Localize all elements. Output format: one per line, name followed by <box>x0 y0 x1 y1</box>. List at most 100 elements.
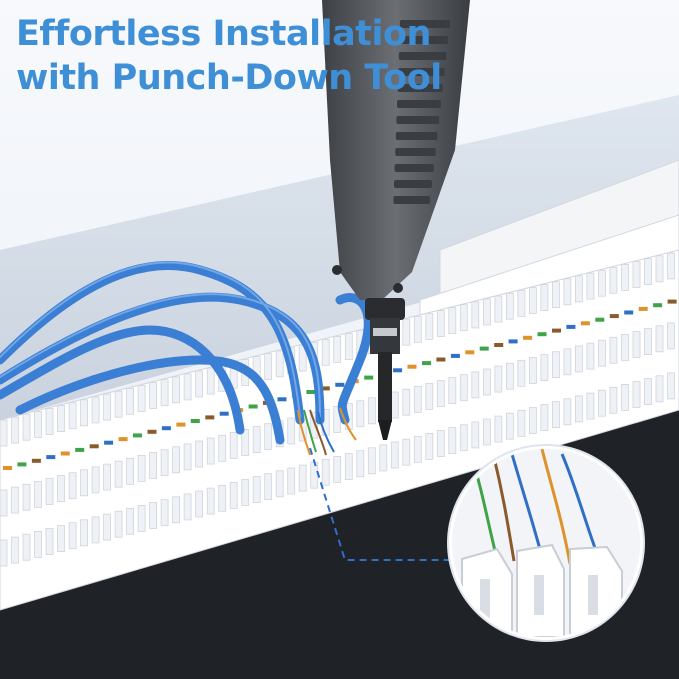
terminal-tooth <box>0 539 8 567</box>
terminal-tooth <box>34 410 42 438</box>
terminal-tooth <box>149 452 158 479</box>
terminal-tooth <box>298 464 307 492</box>
terminal-tooth <box>229 431 238 459</box>
wire-end <box>205 415 215 420</box>
terminal-tooth <box>436 380 445 407</box>
terminal-tooth <box>563 348 572 376</box>
terminal-tooth <box>390 391 399 419</box>
terminal-tooth <box>91 516 100 544</box>
terminal-tooth <box>91 396 100 424</box>
terminal-tooth <box>80 469 88 497</box>
terminal-tooth <box>172 446 181 474</box>
grip-ridge <box>397 84 443 92</box>
grip-ridge <box>397 100 441 108</box>
terminal-tooth <box>609 386 618 414</box>
wire-end <box>407 364 417 369</box>
terminal-tooth <box>11 536 19 564</box>
terminal-tooth <box>598 269 606 297</box>
terminal-tooth <box>575 275 583 303</box>
terminal-tooth <box>22 483 31 511</box>
terminal-tooth <box>471 421 480 449</box>
terminal-tooth <box>459 374 468 402</box>
terminal-tooth <box>229 481 238 509</box>
terminal-tooth <box>252 426 261 454</box>
terminal-tooth <box>275 470 284 498</box>
terminal-tooth <box>644 258 652 286</box>
terminal-tooth <box>206 487 215 515</box>
terminal-tooth <box>91 466 100 494</box>
wire-end <box>508 339 518 344</box>
terminal-tooth <box>11 486 19 514</box>
terminal-tooth <box>413 385 422 413</box>
terminal-tooth <box>206 367 215 395</box>
terminal-tooth <box>379 444 388 472</box>
terminal-tooth <box>586 342 595 370</box>
wire-end <box>335 382 345 387</box>
wire-end <box>479 346 489 351</box>
terminal-tooth <box>494 415 503 443</box>
terminal-tooth <box>149 382 158 409</box>
wire-end <box>609 314 619 319</box>
terminal-tooth <box>471 371 480 399</box>
terminal-tooth <box>644 378 652 406</box>
terminal-tooth <box>241 429 250 456</box>
terminal-tooth <box>448 427 457 455</box>
wire-end <box>320 386 330 391</box>
terminal-tooth <box>448 377 457 405</box>
terminal-tooth <box>655 375 664 403</box>
zoom-callout-icon <box>452 449 640 637</box>
terminal-tooth <box>459 304 468 332</box>
wire-end <box>46 455 56 460</box>
terminal-tooth <box>195 370 204 398</box>
terminal-tooth <box>425 432 434 460</box>
tool-grip-ridges <box>393 20 450 204</box>
terminal-tooth <box>598 339 606 367</box>
terminal-tooth <box>275 350 284 378</box>
wire-end <box>595 317 605 322</box>
wire-end <box>465 350 475 355</box>
terminal-tooth <box>505 412 514 440</box>
zoom-slot-shadows <box>480 575 598 619</box>
terminal-tooth <box>344 453 353 481</box>
wire-end <box>523 335 533 340</box>
terminal-tooth <box>586 272 595 300</box>
terminal-tooth <box>575 345 583 373</box>
terminal-tooth <box>114 390 123 418</box>
terminal-tooth <box>310 461 319 489</box>
terminal-tooth <box>621 333 629 361</box>
terminal-tooth <box>632 381 641 408</box>
wire-end <box>537 332 547 337</box>
terminal-tooth <box>632 331 641 358</box>
terminal-tooth <box>310 411 319 439</box>
terminal-tooth <box>667 322 675 350</box>
wire-end <box>219 411 229 416</box>
terminal-tooth <box>218 434 227 462</box>
fanned-conductors <box>297 407 357 456</box>
terminal-tooth <box>621 383 629 411</box>
terminal-tooth <box>0 419 8 447</box>
terminal-tooth <box>137 504 146 532</box>
terminal-tooth <box>57 475 65 503</box>
wire-end <box>393 368 403 373</box>
callout-line <box>309 447 470 561</box>
terminal-tooth <box>552 351 560 379</box>
terminal-tooth <box>494 365 503 393</box>
terminal-tooth <box>137 384 146 412</box>
terminal-tooth <box>57 525 65 552</box>
terminal-tooth <box>264 473 273 501</box>
wire-end <box>580 321 590 326</box>
wire-end <box>566 324 576 329</box>
terminal-tooth <box>609 266 618 294</box>
terminal-tooth <box>402 318 411 346</box>
terminal-tooth <box>80 399 88 427</box>
terminal-tooth <box>137 454 146 482</box>
terminal-tooth <box>529 287 537 314</box>
terminal-tooth <box>344 333 353 361</box>
wire-end <box>436 357 446 362</box>
terminal-tooth <box>540 284 549 312</box>
grip-ridge <box>394 164 434 172</box>
terminal-tooth <box>436 430 445 457</box>
terminal-tooth <box>114 460 123 488</box>
terminal-tooth <box>45 478 54 505</box>
terminal-tooth <box>552 401 560 429</box>
